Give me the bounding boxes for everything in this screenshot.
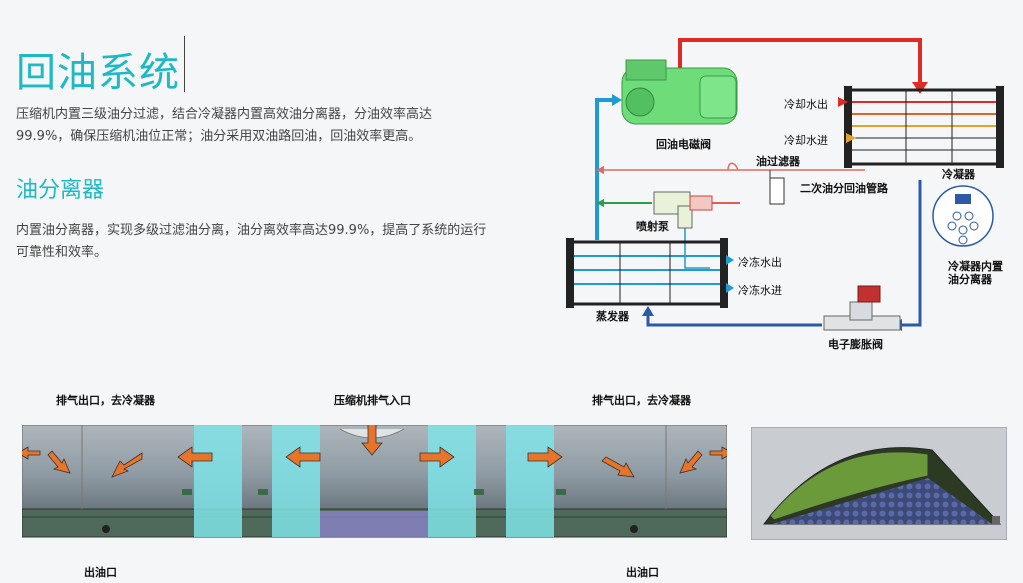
mesh-region [772, 478, 992, 524]
section-title: 油分离器 [16, 178, 105, 203]
liquid-pipe-2 [646, 312, 822, 327]
label-inlet: 压缩机排气入口 [334, 394, 411, 407]
text-cursor [184, 36, 185, 92]
label-expansion-valve: 电子膨胀阀 [828, 338, 883, 351]
discharge-pipe [678, 38, 922, 88]
label-oil-out-right: 出油口 [626, 566, 659, 579]
separator-cutaway [22, 425, 727, 540]
intro-text: 压缩机内置三级油分过滤，结合冷凝器内置高效油分离器，分油效率高达99.9%，确保… [16, 107, 433, 144]
label-oil-out-left: 出油口 [84, 566, 117, 579]
arrow-diag-l1 [111, 452, 143, 478]
separator-cross-section [751, 427, 1007, 540]
label-condenser: 冷凝器 [942, 168, 975, 181]
expansion-valve [823, 285, 901, 331]
label-condenser-separator: 冷凝器内置油分离器 [948, 260, 1003, 286]
label-solenoid-valve: 回油电磁阀 [656, 138, 711, 151]
arrow-diag-r1 [601, 456, 635, 478]
bolts [182, 489, 566, 495]
jet-blue-line [684, 220, 710, 269]
filter-2 [272, 425, 320, 537]
label-chilled-in: 冷冻水进 [738, 284, 782, 297]
cooling-out-arrow [838, 97, 848, 107]
section-text: 内置油分离器，实现多级过滤油分离，油分离效率高达99.9%，提高了系统的运行可靠… [16, 223, 487, 260]
condenser-separator [932, 185, 994, 247]
chilled-out-arrow [726, 255, 734, 265]
chilled-in-arrow [726, 283, 734, 293]
discharge-arrow [912, 82, 928, 94]
arrow-right-2 [527, 446, 563, 468]
separator-drawing [22, 425, 727, 538]
oil-filter [769, 177, 785, 205]
green-baffle [769, 451, 929, 521]
arrow-exit-left [22, 446, 41, 460]
flow-arrows [22, 425, 727, 478]
arrow-inlet [361, 425, 383, 456]
liquid-arrow-2 [642, 306, 654, 316]
cooling-in-arrow [846, 133, 856, 143]
label-secondary-return: 二次油分回油管路 [800, 182, 888, 195]
arrow-diag-l2 [47, 450, 71, 474]
arrow-exit-right [709, 446, 727, 460]
diagram-drawing [566, 38, 1004, 331]
center-tray [320, 511, 428, 537]
secondary-return-line [600, 162, 865, 171]
filter-4 [506, 425, 554, 537]
filter-1 [194, 425, 242, 537]
arrow-left-2 [285, 446, 321, 468]
label-cooling-in: 冷却水进 [784, 134, 828, 147]
arrow-right-1 [419, 446, 455, 468]
label-cooling-out: 冷却水出 [784, 98, 828, 111]
suction-arrow [612, 94, 622, 106]
oil-port-right [630, 525, 638, 533]
jet-pump [653, 191, 713, 229]
return-arrow [596, 166, 604, 174]
label-exhaust-left: 排气出口，去冷凝器 [56, 394, 155, 407]
label-exhaust-right: 排气出口，去冷凝器 [592, 394, 691, 407]
cross-section-drawing [762, 447, 1002, 525]
liquid-pipe [900, 180, 922, 327]
label-chilled-out: 冷冻水出 [738, 256, 782, 269]
oil-arrow [596, 199, 604, 207]
arrow-left-1 [177, 446, 213, 468]
compressor [621, 59, 738, 125]
oil-return-diagram: 回油电磁阀 油过滤器 二次油分回油管路 喷射泵 冷凝器 冷却水出 冷却水进 冷凝… [560, 20, 1023, 365]
condenser [844, 86, 1004, 168]
arrow-diag-r2 [679, 450, 703, 474]
suction-pipe [595, 98, 618, 240]
label-evaporator: 蒸发器 [596, 310, 629, 323]
label-oil-filter: 油过滤器 [756, 155, 800, 168]
oil-port-left [102, 525, 110, 533]
page-title: 回油系统 [16, 50, 180, 96]
filter-3 [428, 425, 476, 537]
evaporator [566, 238, 728, 308]
label-jet-pump: 喷射泵 [636, 220, 669, 233]
